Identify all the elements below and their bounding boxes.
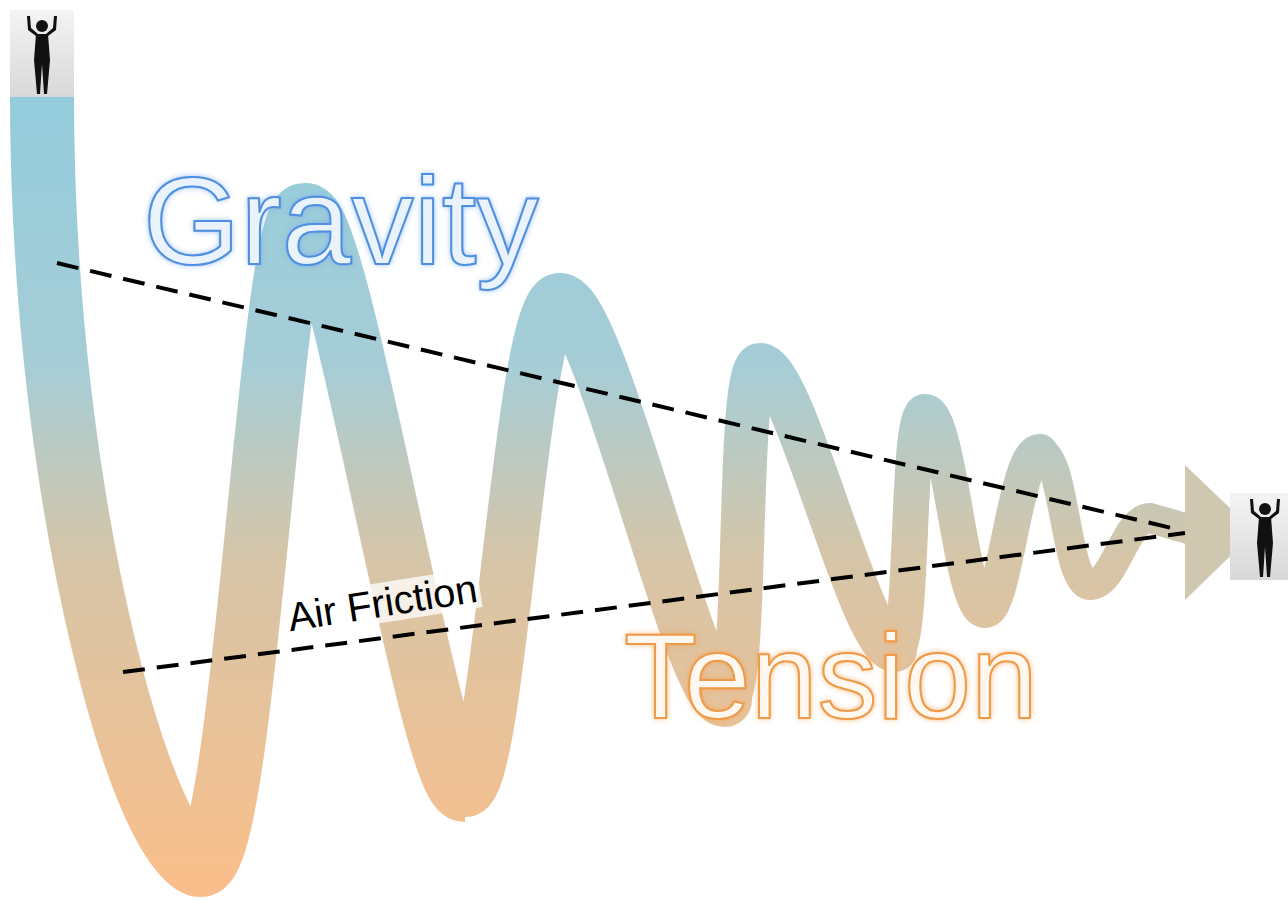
force-label: Gravity <box>143 158 539 283</box>
envelope-lines <box>57 263 1185 672</box>
person-silhouette <box>1230 493 1288 580</box>
force-label: Tension <box>624 616 1038 736</box>
person-silhouette <box>10 10 74 97</box>
oscillation-band <box>42 95 1192 865</box>
